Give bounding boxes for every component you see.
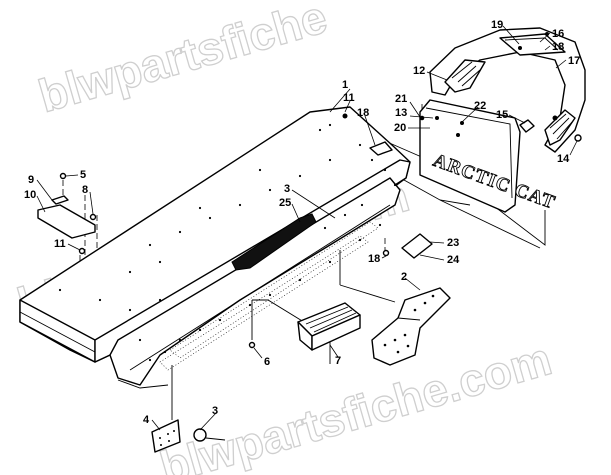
- callout-8: 8: [82, 184, 88, 196]
- callout-24: 24: [447, 254, 460, 266]
- step-pad: [248, 302, 361, 351]
- callout-4: 4: [143, 414, 150, 426]
- flap-bracket: [382, 233, 433, 259]
- callout-20: 20: [394, 122, 406, 134]
- leader-lines: [36, 25, 578, 431]
- callout-7: 7: [335, 355, 341, 367]
- rear-bracket: [371, 287, 451, 366]
- callout-16: 16: [552, 28, 564, 40]
- callout-10: 10: [24, 189, 36, 201]
- callout-18-lower: 18: [368, 253, 380, 265]
- callout-19: 19: [491, 19, 503, 31]
- callout-23: 23: [447, 237, 459, 249]
- callout-17: 17: [568, 55, 580, 67]
- tunnel-decal: [231, 213, 317, 271]
- callout-9: 9: [28, 174, 34, 186]
- watermark-text-1: blwpartsfiche: [33, 0, 332, 122]
- callout-2: 2: [401, 271, 407, 283]
- callout-21: 21: [395, 93, 407, 105]
- callout-12: 12: [413, 65, 425, 77]
- callout-14: 14: [557, 153, 570, 165]
- callout-22: 22: [474, 100, 486, 112]
- callout-18-upper: 18: [552, 41, 564, 53]
- top-fasteners: [342, 113, 393, 156]
- snow-flap: ARCTIC CAT: [419, 99, 559, 214]
- callout-1: 1: [342, 79, 348, 91]
- rear-bumper: [429, 27, 586, 153]
- callout-13: 13: [395, 107, 407, 119]
- callout-labels: 1 11 18 21 13 12 19 16 18 17 22 20 15 14…: [24, 19, 580, 426]
- callout-18: 18: [357, 107, 369, 119]
- watermark-text-3: blwpartsfiche.com: [154, 332, 557, 475]
- left-bracket-parts: [37, 172, 97, 255]
- callout-3-upper: 3: [284, 183, 290, 195]
- callout-11: 11: [343, 92, 355, 104]
- callout-3-lower: 3: [212, 405, 218, 417]
- plate-bracket: [151, 419, 226, 453]
- callout-5: 5: [80, 169, 86, 181]
- callout-6: 6: [264, 356, 270, 368]
- callout-25: 25: [279, 197, 291, 209]
- callout-11-lower: 11: [54, 238, 66, 250]
- tunnel: [19, 106, 411, 389]
- callout-15: 15: [496, 109, 508, 121]
